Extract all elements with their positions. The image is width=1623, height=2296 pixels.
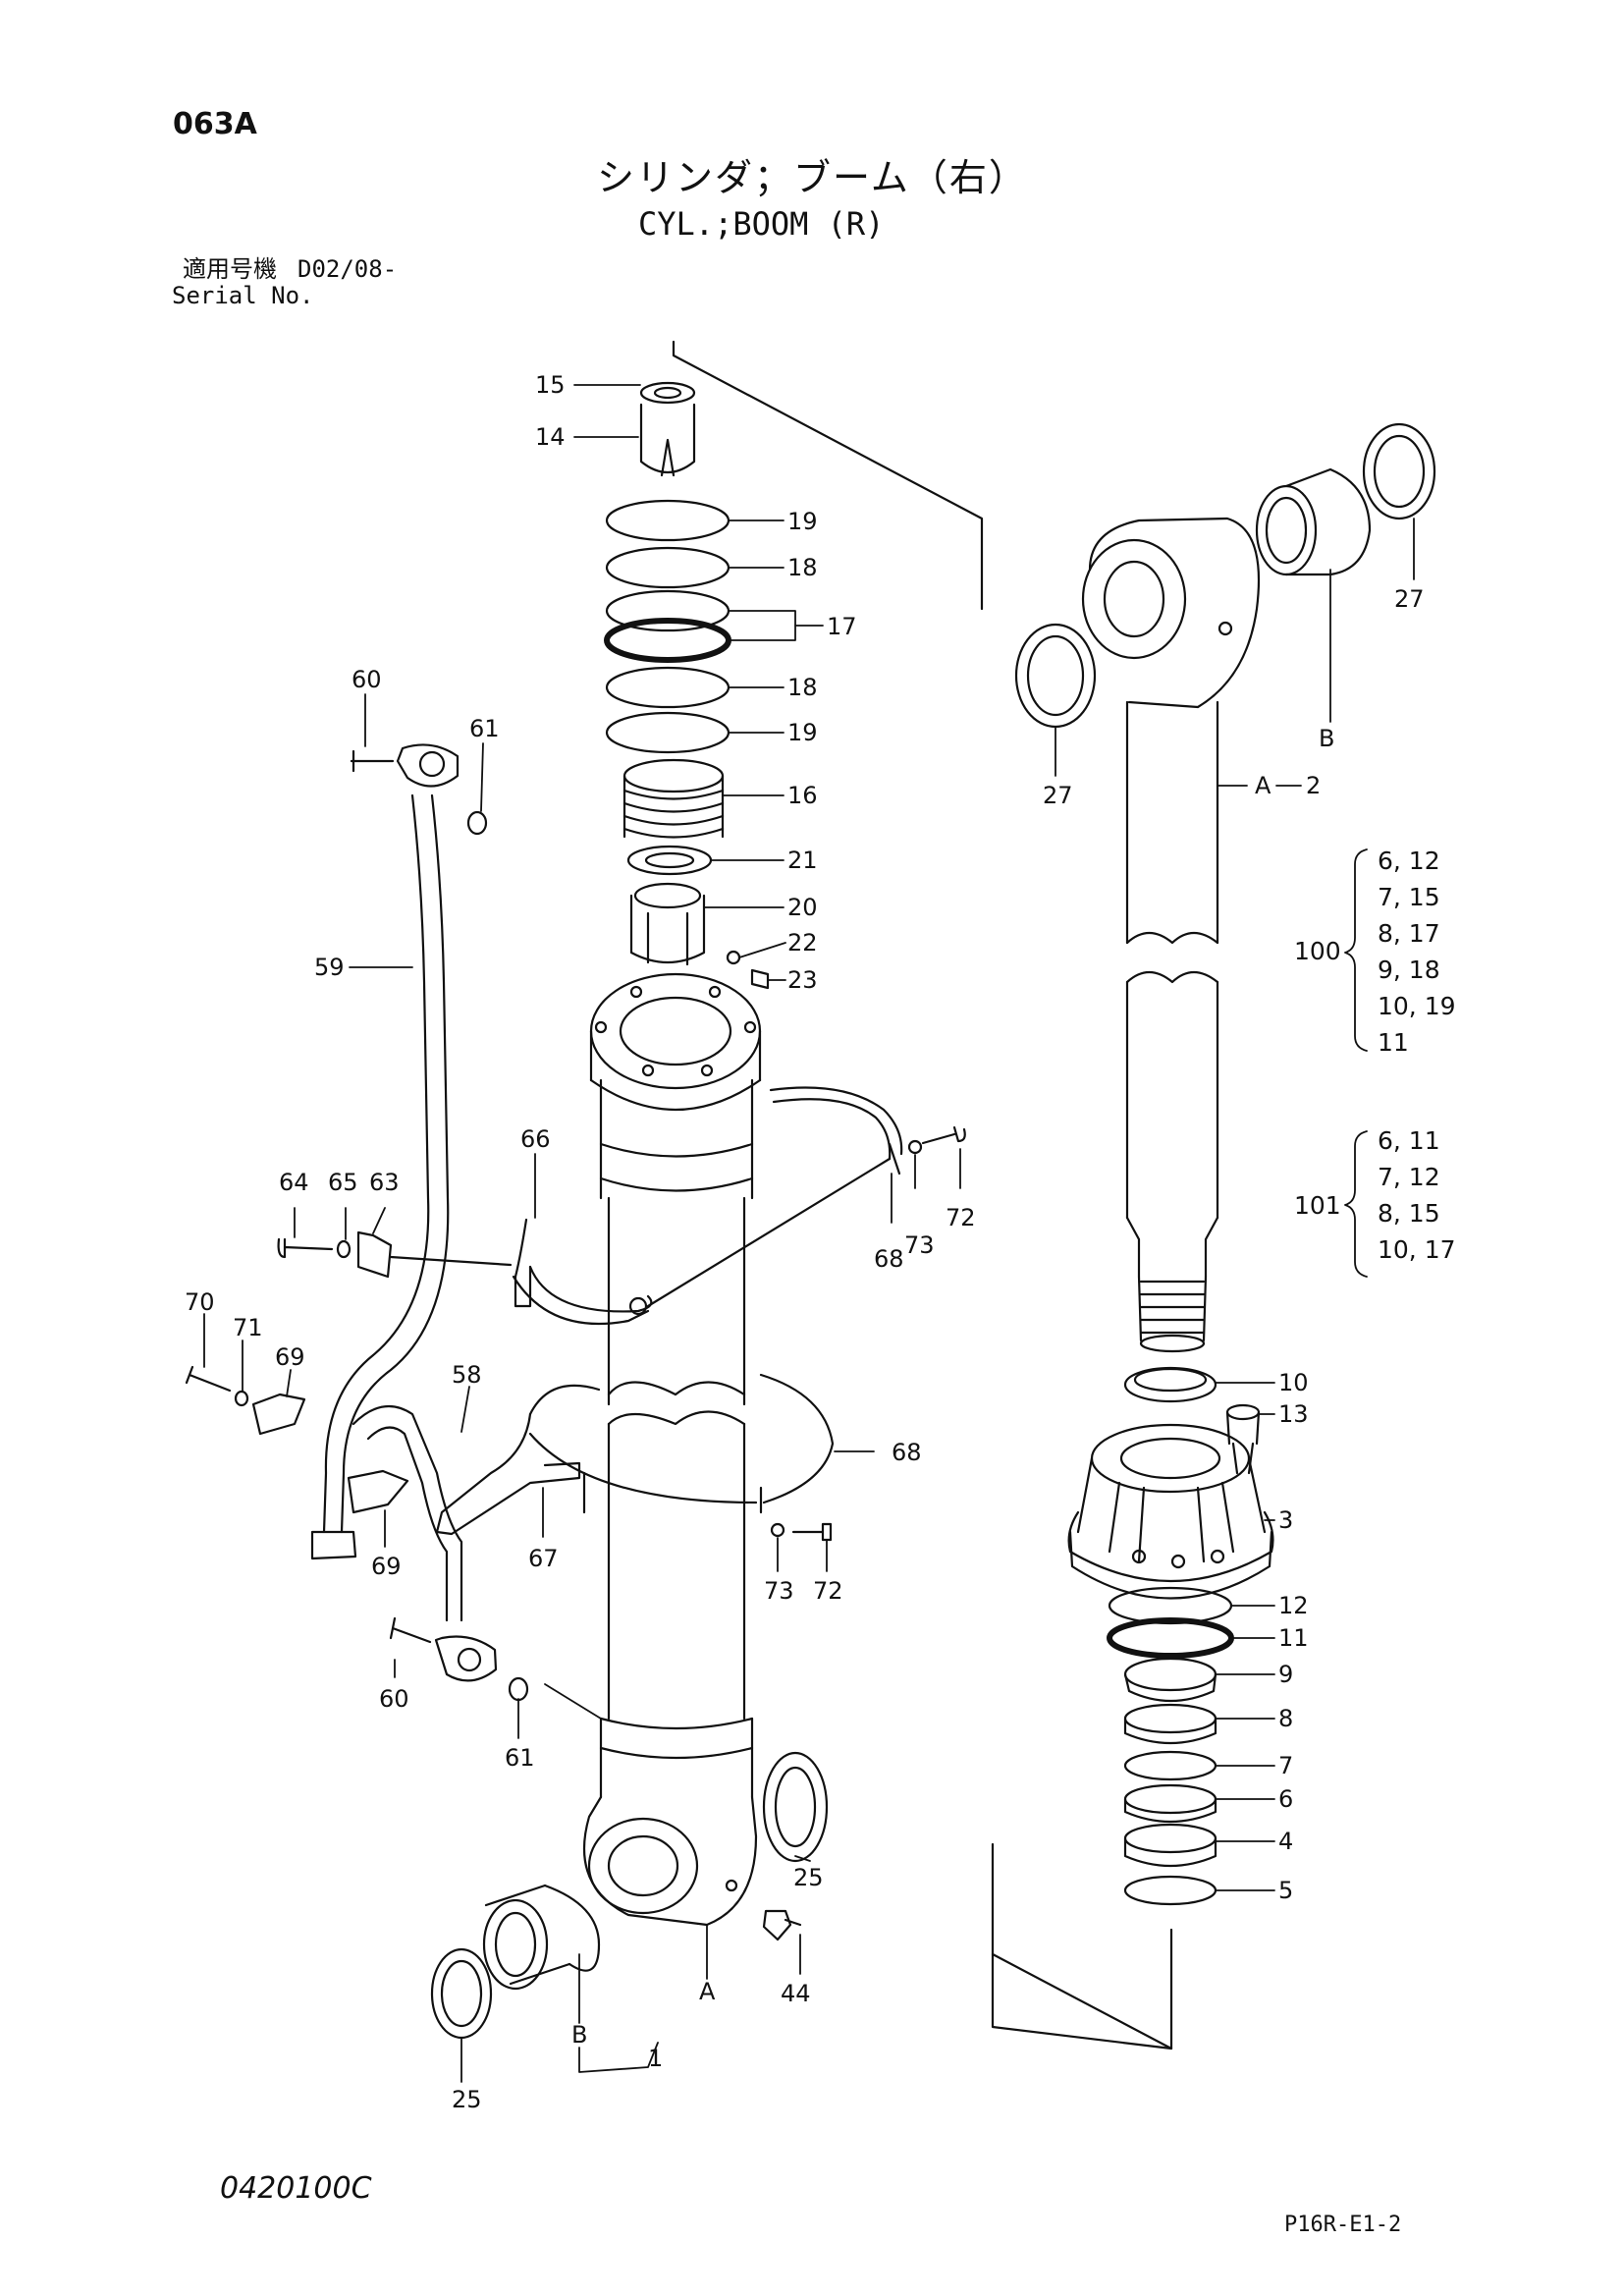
callout-4: 4 (1278, 1828, 1293, 1855)
callout-66: 66 (520, 1125, 551, 1153)
callout-58: 58 (452, 1361, 482, 1389)
callout-44: 44 (781, 1980, 811, 2007)
page-title-english: CYL.;BOOM (R) (638, 205, 885, 243)
callout-13: 13 (1278, 1400, 1309, 1428)
kit-item: 10, 19 (1378, 992, 1456, 1020)
callout-22: 22 (787, 929, 818, 957)
kit-item: 9, 18 (1378, 956, 1440, 984)
callout-3: 3 (1278, 1506, 1293, 1534)
bushings-and-seals-left (430, 1751, 829, 2040)
callout-60: 60 (352, 666, 382, 693)
callout-6: 6 (1278, 1785, 1293, 1813)
kit-item: 7, 12 (1378, 1163, 1440, 1191)
callout-65: 65 (328, 1169, 358, 1196)
callout-25: 25 (793, 1864, 824, 1891)
kit-item: 8, 15 (1378, 1199, 1440, 1228)
piston-components (604, 381, 770, 990)
callout-67: 67 (528, 1545, 559, 1572)
kit-items: 6, 11 7, 12 8, 15 10, 17 (1378, 1122, 1456, 1268)
callout-23: 23 (787, 966, 818, 994)
kit-id: 100 (1294, 937, 1341, 965)
callout-27: 27 (1043, 782, 1073, 809)
callout-label-a: A (1255, 772, 1271, 799)
leader-lines (203, 384, 1415, 2083)
pipe-and-clamps (185, 743, 966, 1941)
callout-69: 69 (275, 1343, 305, 1371)
callout-12: 12 (1278, 1592, 1309, 1619)
sheet-code: P16R-E1-2 (1284, 2213, 1402, 2237)
callout-71: 71 (233, 1314, 263, 1341)
callout-72: 72 (813, 1577, 843, 1605)
kit-item: 6, 11 (1378, 1126, 1440, 1155)
piston-rod (1081, 517, 1261, 1353)
kit-braces (1344, 848, 1368, 1278)
callout-68: 68 (892, 1439, 922, 1466)
kit-item: 10, 17 (1378, 1235, 1456, 1264)
callout-61: 61 (469, 715, 500, 742)
callout-10: 10 (1278, 1369, 1309, 1396)
callout-68: 68 (874, 1245, 904, 1273)
callout-14: 14 (535, 423, 566, 451)
callout-63: 63 (369, 1169, 400, 1196)
kit-items: 6, 12 7, 15 8, 17 9, 18 10, 19 11 (1378, 843, 1456, 1061)
callout-7: 7 (1278, 1752, 1293, 1779)
callout-9: 9 (1278, 1661, 1293, 1688)
bushings-and-seals-right (1014, 422, 1436, 729)
callout-59: 59 (314, 954, 345, 981)
document-code: 0420100C (220, 2171, 372, 2206)
serial-label-japanese: 適用号機 (183, 255, 277, 283)
callout-73: 73 (904, 1231, 935, 1259)
callout-64: 64 (279, 1169, 309, 1196)
callout-16: 16 (787, 782, 818, 809)
callout-69: 69 (371, 1553, 402, 1580)
callout-label-a: A (699, 1978, 716, 2005)
callout-25: 25 (452, 2086, 482, 2113)
callout-15: 15 (535, 371, 566, 399)
callout-5: 5 (1278, 1877, 1293, 1904)
callout-70: 70 (185, 1288, 215, 1316)
callout-18: 18 (787, 554, 818, 581)
kit-item: 6, 12 (1378, 847, 1440, 875)
callout-labels: 15 14 19 18 17 18 19 16 21 20 22 23 60 6… (185, 371, 1425, 2113)
callout-label-b: B (571, 2021, 587, 2049)
callout-2: 2 (1306, 772, 1321, 799)
callout-label-b: B (1319, 725, 1334, 752)
kit-item: 8, 17 (1378, 919, 1440, 948)
page-title-japanese: シリンダ；ブーム（右） (597, 156, 1028, 199)
callout-11: 11 (1278, 1624, 1309, 1652)
callout-72: 72 (946, 1204, 976, 1231)
cylinder-tube (582, 972, 762, 1927)
callout-19: 19 (787, 719, 818, 746)
callout-21: 21 (787, 847, 818, 874)
callout-19: 19 (787, 508, 818, 535)
serial-label-english: Serial No. (172, 282, 314, 309)
page-code: 063A (173, 107, 257, 141)
callout-20: 20 (787, 894, 818, 921)
callout-60: 60 (379, 1685, 409, 1713)
assembly-guide-lines (672, 340, 1173, 2050)
kit-id: 101 (1294, 1191, 1341, 1220)
callout-61: 61 (505, 1744, 535, 1772)
serial-value: D02/08- (298, 255, 398, 283)
callout-1: 1 (648, 2045, 663, 2072)
callout-73: 73 (764, 1577, 794, 1605)
callout-8: 8 (1278, 1705, 1293, 1732)
kit-item: 11 (1378, 1028, 1409, 1057)
callout-18: 18 (787, 674, 818, 701)
callout-17: 17 (827, 613, 857, 640)
cylinder-head (1067, 1366, 1274, 1906)
kit-item: 7, 15 (1378, 883, 1440, 911)
callout-27: 27 (1394, 585, 1425, 613)
